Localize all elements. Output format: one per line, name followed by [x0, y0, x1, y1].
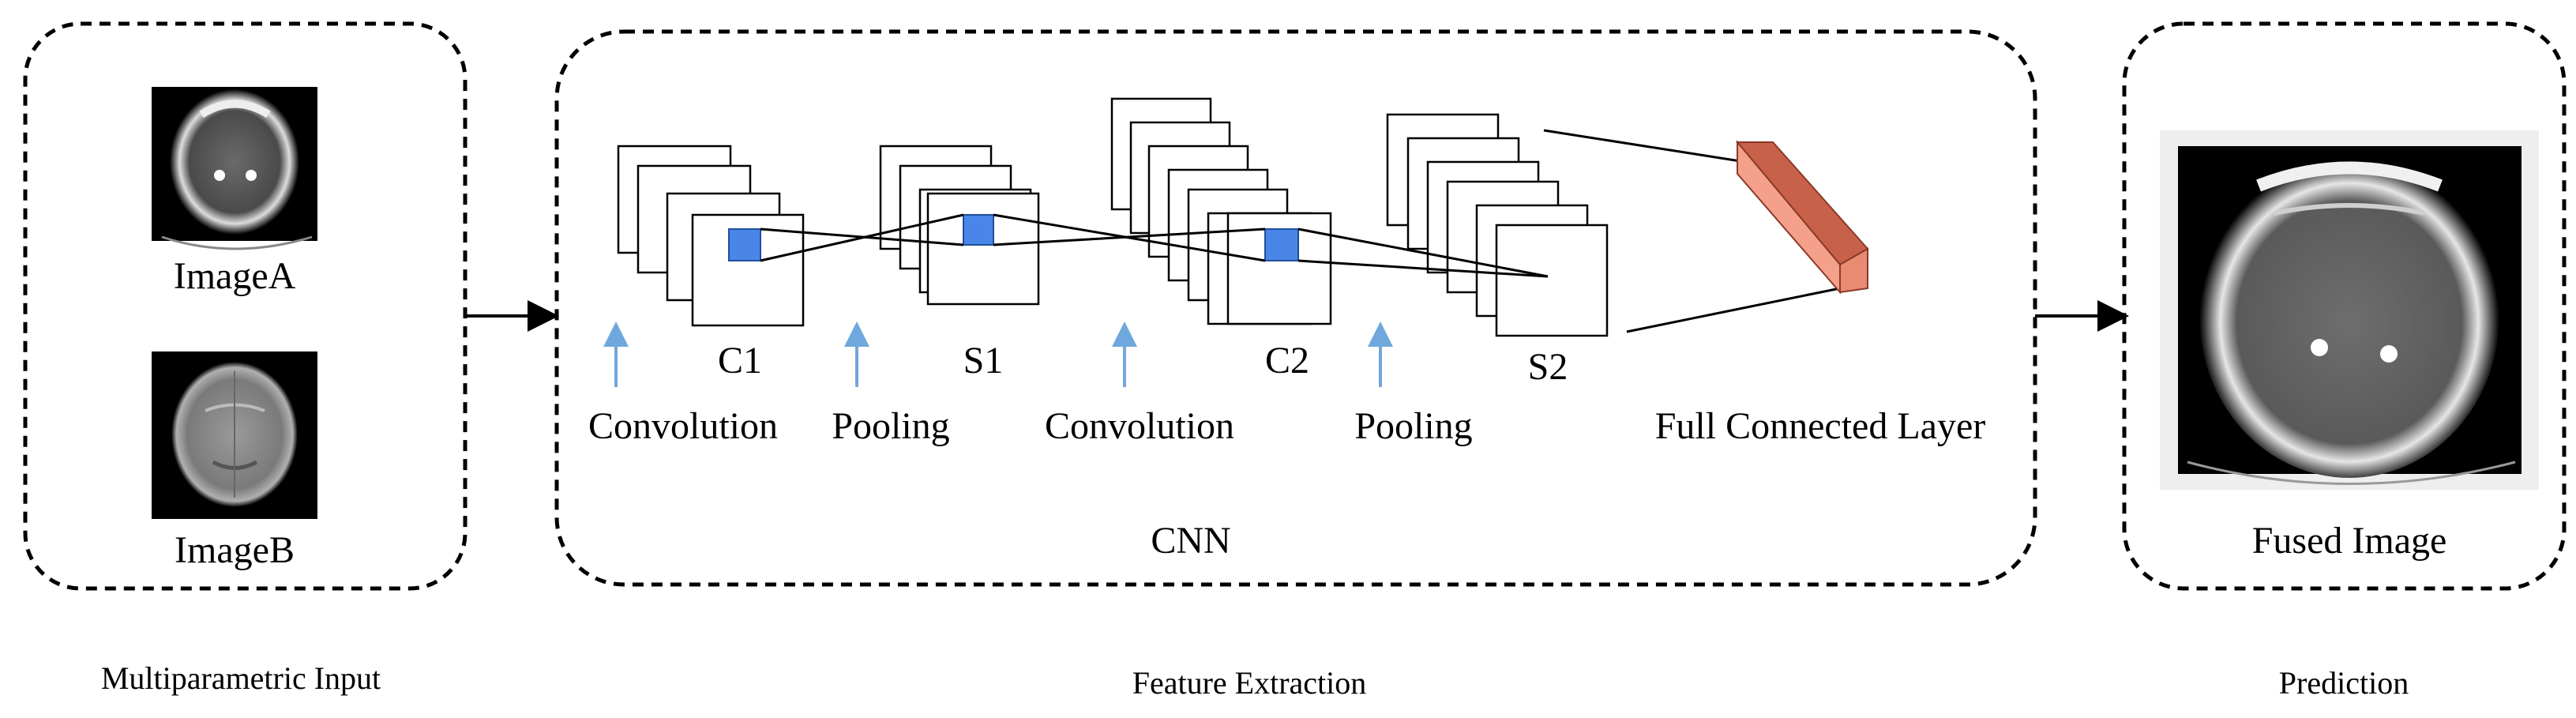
- fused-image-label: Fused Image: [2252, 520, 2447, 562]
- s1-feature-maps: [879, 145, 1040, 306]
- fc-layer-block: [1735, 140, 1869, 295]
- input-caption: Multiparametric Input: [101, 660, 381, 696]
- cnn-caption: Feature Extraction: [1132, 665, 1367, 701]
- c1-feature-maps: [617, 145, 805, 327]
- conv1-label: Convolution: [588, 405, 778, 447]
- c2-kernel: [1264, 228, 1299, 261]
- s2-to-fc-line-top: [1543, 129, 1746, 164]
- image-b-label: ImageB: [175, 529, 295, 571]
- cnn-title: CNN: [1151, 520, 1230, 562]
- s1-label: S1: [963, 340, 1004, 382]
- conv2-label: Convolution: [1045, 405, 1234, 447]
- pool2-label: Pooling: [1354, 405, 1472, 447]
- s2-label: S2: [1528, 346, 1568, 388]
- c1-kernel: [728, 228, 761, 261]
- kernel-connection-lines: [760, 213, 1549, 278]
- fc-label: Full Connected Layer: [1655, 405, 1986, 447]
- image-a-thumbnail: [152, 87, 317, 250]
- cnn-panel-border: [554, 29, 2037, 587]
- input-panel-border: [23, 21, 468, 591]
- output-caption: Prediction: [2279, 665, 2409, 701]
- s2-feature-maps: [1386, 113, 1609, 337]
- image-b-thumbnail: [152, 351, 317, 519]
- s1-kernel: [963, 214, 994, 246]
- fused-image-thumbnail: [2160, 130, 2539, 490]
- s2-to-fc-line-bottom: [1626, 287, 1841, 333]
- c1-label: C1: [718, 340, 762, 382]
- c2-feature-maps: [1110, 97, 1332, 325]
- output-panel-border: [2122, 21, 2567, 591]
- image-a-label: ImageA: [174, 255, 296, 297]
- c2-label: C2: [1265, 340, 1309, 382]
- pool1-label: Pooling: [832, 405, 949, 447]
